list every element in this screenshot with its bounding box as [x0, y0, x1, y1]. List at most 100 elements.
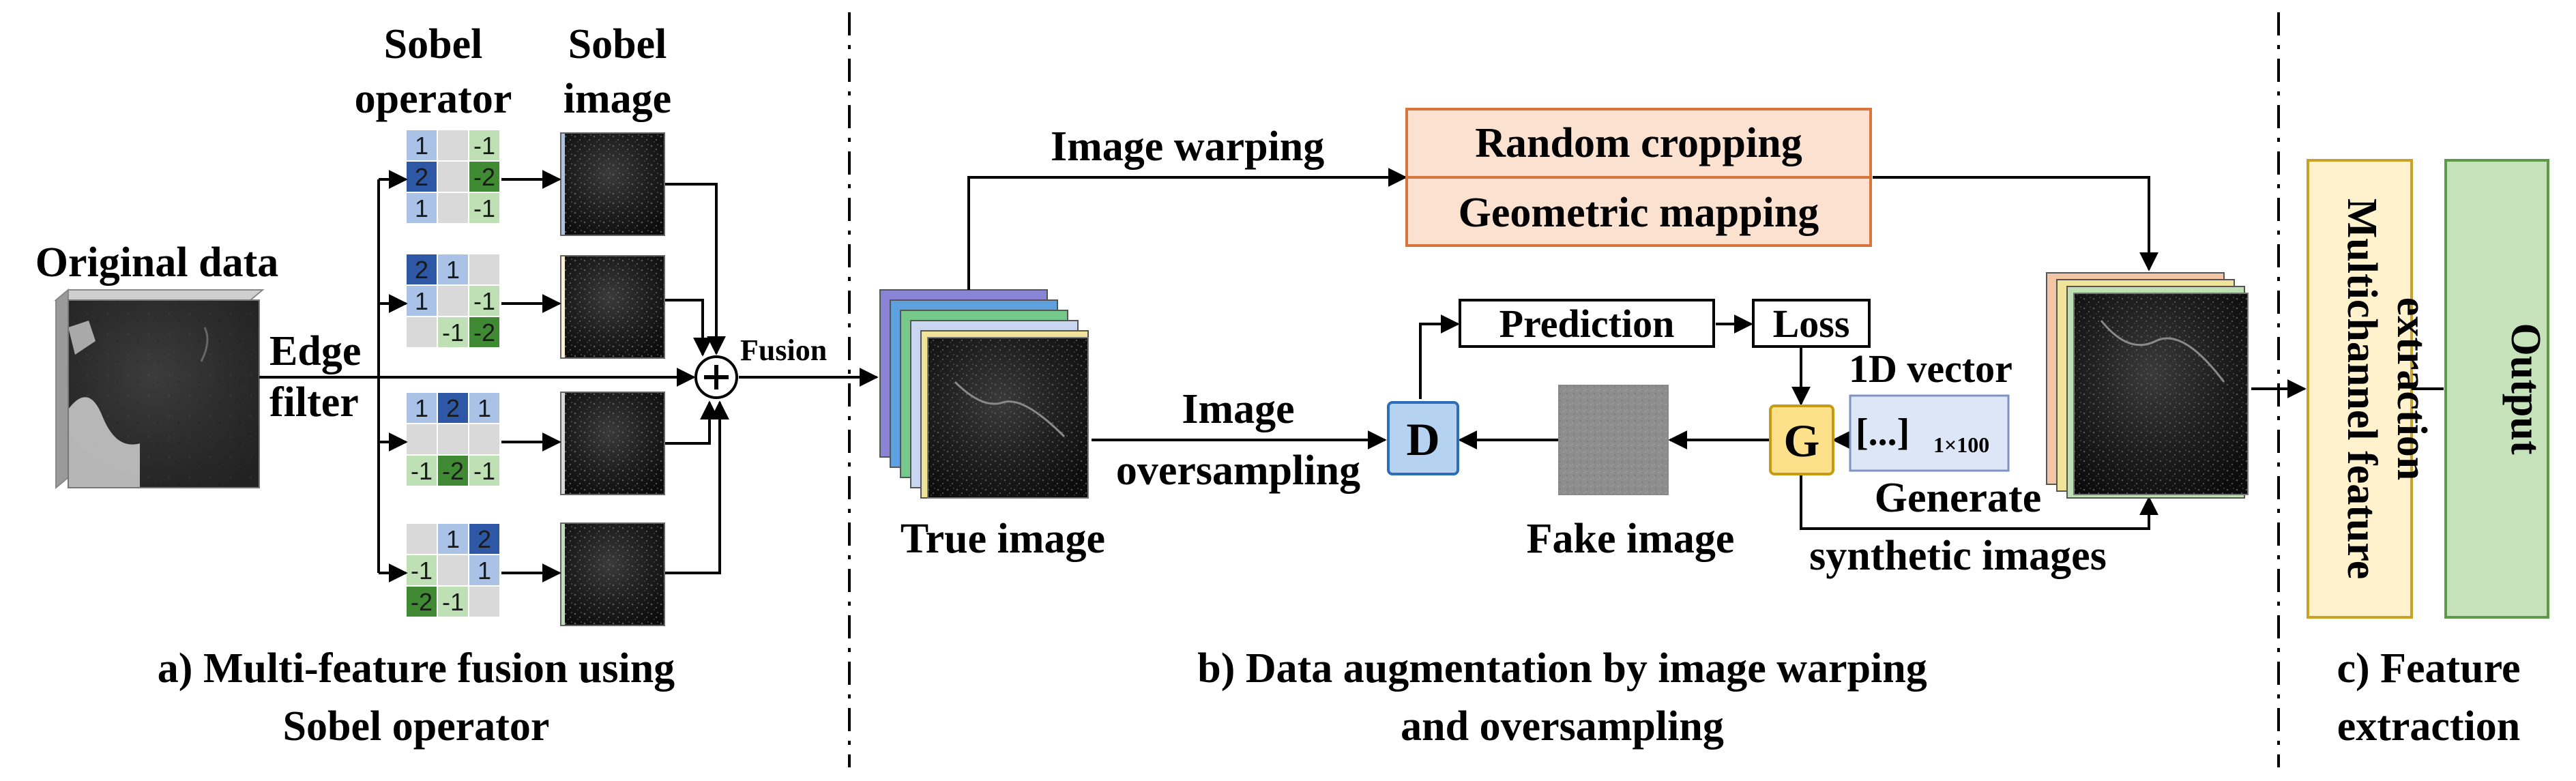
- kernel-value: 1: [478, 394, 491, 422]
- fake-image: [1558, 385, 1669, 495]
- kernel-value: 1: [478, 557, 491, 585]
- kernel-value: -2: [442, 457, 464, 485]
- random-cropping-label: Random cropping: [1475, 120, 1802, 166]
- true-image-stack: [879, 289, 1089, 499]
- sobel-operator-header-1: Sobel: [384, 21, 483, 68]
- kernel-value: -1: [473, 287, 495, 315]
- kernel-cell: [405, 554, 438, 587]
- kernel-cell: [405, 316, 438, 349]
- kernel-cell: [468, 160, 501, 193]
- vector-symbol: [...]: [1856, 411, 1909, 454]
- discriminator-label: D: [1406, 413, 1439, 465]
- kernel-cell: [405, 192, 438, 224]
- image-oversampling-label-2: oversampling: [1116, 447, 1360, 494]
- kernel-value: -1: [473, 194, 495, 222]
- caption-c-2: extraction: [2337, 703, 2521, 750]
- kernel-value: -1: [411, 457, 433, 485]
- generate-label-1: Generate: [1875, 475, 2041, 521]
- sobel-image: [560, 132, 665, 236]
- sobel-image: [560, 255, 665, 359]
- discriminator-node: [1387, 401, 1459, 475]
- kernel-cell: [468, 454, 501, 487]
- fusion-node: [694, 355, 738, 399]
- fake-image-label: Fake image: [1527, 516, 1735, 562]
- edge-label-2: filter: [269, 379, 359, 426]
- image-oversampling-label-1: Image: [1182, 386, 1294, 432]
- kernel-value: -2: [473, 319, 495, 347]
- kernel-cell: [468, 253, 501, 286]
- image-warping-label: Image warping: [1051, 123, 1324, 170]
- kernel-cell: [437, 160, 469, 193]
- vector-box: [1849, 394, 2010, 472]
- section-a-connectors: [259, 170, 879, 583]
- kernel-cell: [468, 522, 501, 555]
- original-data-label: Original data: [35, 239, 279, 286]
- augmented-image-stack: [2046, 272, 2249, 499]
- kernel-cell: [405, 585, 438, 618]
- warping-connectors: [967, 168, 2158, 290]
- kernel-cell: [468, 129, 501, 162]
- kernel-cell: [437, 284, 469, 317]
- kernel-value: -2: [411, 588, 433, 616]
- kernel-value: 1: [446, 525, 460, 553]
- kernel-cell: [437, 316, 469, 349]
- sobel-image: [560, 392, 665, 495]
- kernel-cell: [437, 423, 469, 456]
- generate-label-2: synthetic images: [1809, 533, 2107, 579]
- kernel-cell: [437, 129, 469, 162]
- kernel-value: -1: [473, 457, 495, 485]
- output-box: [2444, 159, 2549, 619]
- kernel-cell: [437, 554, 469, 587]
- sobel-image-header-1: Sobel: [568, 21, 667, 68]
- kernel-cell: [468, 423, 501, 456]
- multichannel-label-1: Multichannel feature: [2339, 198, 2385, 580]
- kernel-value: 1: [446, 256, 460, 284]
- caption-b-1: b) Data augmentation by image warping: [1197, 645, 1927, 692]
- caption-a-1: a) Multi-feature fusion using: [158, 645, 675, 692]
- kernel-cell: [405, 522, 438, 555]
- kernel-cell: [468, 554, 501, 587]
- kernel-value: -2: [473, 163, 495, 191]
- section-a: Sobel operator Sobel image Original data…: [35, 21, 879, 750]
- caption-a-2: Sobel operator: [283, 703, 550, 750]
- true-image-label: True image: [901, 516, 1105, 562]
- kernel-cell: [468, 316, 501, 349]
- generator-node: [1769, 404, 1834, 475]
- prediction-label: Prediction: [1499, 301, 1675, 346]
- sobel-kernel: 1-12-21-1: [405, 129, 501, 224]
- loss-label: Loss: [1773, 301, 1850, 346]
- sobel-image: [560, 522, 665, 626]
- kernel-value: 1: [415, 194, 428, 222]
- vector-label: 1D vector: [1849, 347, 2012, 391]
- edge-label-1: Edge: [269, 328, 361, 374]
- kernel-value: -1: [411, 557, 433, 585]
- loss-box: [1752, 299, 1871, 348]
- kernel-value: 2: [478, 525, 491, 553]
- kernel-cell: [437, 253, 469, 286]
- kernel-value: 1: [415, 287, 428, 315]
- fusion-label: Fusion: [740, 334, 827, 367]
- kernel-cell: [468, 284, 501, 317]
- kernel-cell: [468, 585, 501, 618]
- kernel-value: 2: [415, 256, 428, 284]
- kernel-value: 2: [415, 163, 428, 191]
- kernel-cell: [405, 423, 438, 456]
- kernel-value: 1: [415, 132, 428, 160]
- sobel-images: [560, 132, 665, 626]
- vector-subscript: 1×100: [1933, 432, 1989, 457]
- kernel-cell: [437, 392, 469, 424]
- warping-box: [1405, 108, 1872, 247]
- kernel-cell: [468, 392, 501, 424]
- kernel-cell: [437, 454, 469, 487]
- oversampling-connectors: [1092, 314, 2158, 530]
- section-b: True image Image warping Random cropping…: [879, 108, 2307, 750]
- kernel-value: 1: [415, 394, 428, 422]
- prediction-box: [1459, 299, 1715, 348]
- output-label: Output: [2502, 323, 2549, 455]
